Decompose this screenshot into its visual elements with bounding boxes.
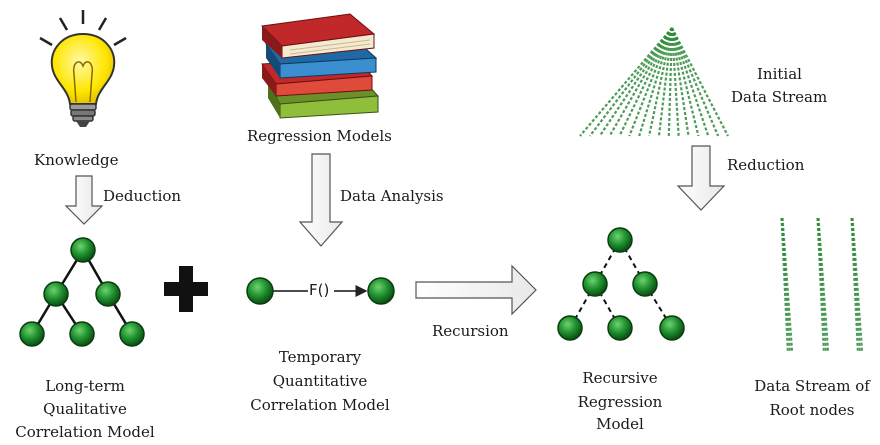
tree-node [557, 315, 583, 341]
regression-models-label: Regression Models [247, 127, 392, 145]
root-stream-label-line2: Root nodes [769, 401, 855, 419]
root-stream-ray [781, 217, 794, 353]
root-stream-label-line1: Data Stream of [754, 377, 870, 395]
data-analysis-arrow [298, 153, 344, 247]
recursive-tree [557, 227, 685, 341]
recursive-label-line1: Recursive [582, 369, 658, 387]
stream-ray [618, 27, 673, 137]
reduction-arrow [676, 145, 726, 211]
function-output-node [367, 277, 395, 305]
function-chain [246, 277, 395, 305]
longterm-tree [19, 237, 145, 347]
longterm-label-line2: Qualitative [43, 400, 127, 418]
tree-node [607, 315, 633, 341]
stream-ray [670, 27, 690, 137]
temporary-label-line2: Quantitative [272, 372, 368, 390]
temporary-label-line3: Correlation Model [250, 396, 390, 414]
stream-ray [667, 27, 674, 137]
root-stream-ray [817, 217, 830, 353]
tree-node [582, 271, 608, 297]
stream-ray [638, 27, 674, 137]
books-icon [260, 13, 380, 119]
function-input-node [246, 277, 274, 305]
knowledge-label: Knowledge [34, 151, 119, 169]
tree-node [119, 321, 145, 347]
initial-stream-label-line1: Initial [757, 65, 802, 83]
tree-node [607, 227, 633, 253]
initial-stream-label-line2: Data Stream [731, 88, 828, 106]
temporary-label-line1: Temporary [278, 348, 362, 366]
tree-node [70, 237, 96, 263]
plus-icon [164, 266, 208, 312]
function-label: F() [309, 281, 330, 299]
initial-data-stream-graphic [579, 27, 729, 137]
tree-node [43, 281, 69, 307]
recursive-label-line3: Model [596, 415, 644, 433]
longterm-label-line1: Long-term [45, 377, 125, 395]
stream-ray [671, 27, 729, 137]
stream-ray [670, 27, 710, 137]
recursive-label-line2: Regression [577, 393, 663, 411]
deduction-arrow [64, 175, 104, 225]
root-stream-ray [851, 217, 864, 353]
stream-ray [647, 27, 674, 137]
stream-ray [670, 27, 700, 137]
tree-node [95, 281, 121, 307]
reduction-label: Reduction [727, 156, 805, 174]
stream-ray [579, 27, 673, 137]
stream-ray [628, 27, 674, 137]
stream-ray [670, 27, 680, 137]
longterm-label-line3: Correlation Model [15, 423, 155, 441]
stream-ray [598, 27, 673, 137]
deduction-label: Deduction [103, 187, 182, 205]
stream-ray [657, 27, 674, 137]
stream-ray [588, 27, 673, 137]
tree-node [19, 321, 45, 347]
root-nodes-stream-graphic [780, 217, 864, 353]
tree-node [632, 271, 658, 297]
tree-node [659, 315, 685, 341]
stream-ray [608, 27, 673, 137]
tree-node [69, 321, 95, 347]
recursion-arrow [415, 264, 537, 316]
stream-ray [670, 27, 720, 137]
data-analysis-label: Data Analysis [340, 187, 444, 205]
lightbulb-icon [39, 10, 127, 127]
recursion-label: Recursion [432, 322, 509, 340]
